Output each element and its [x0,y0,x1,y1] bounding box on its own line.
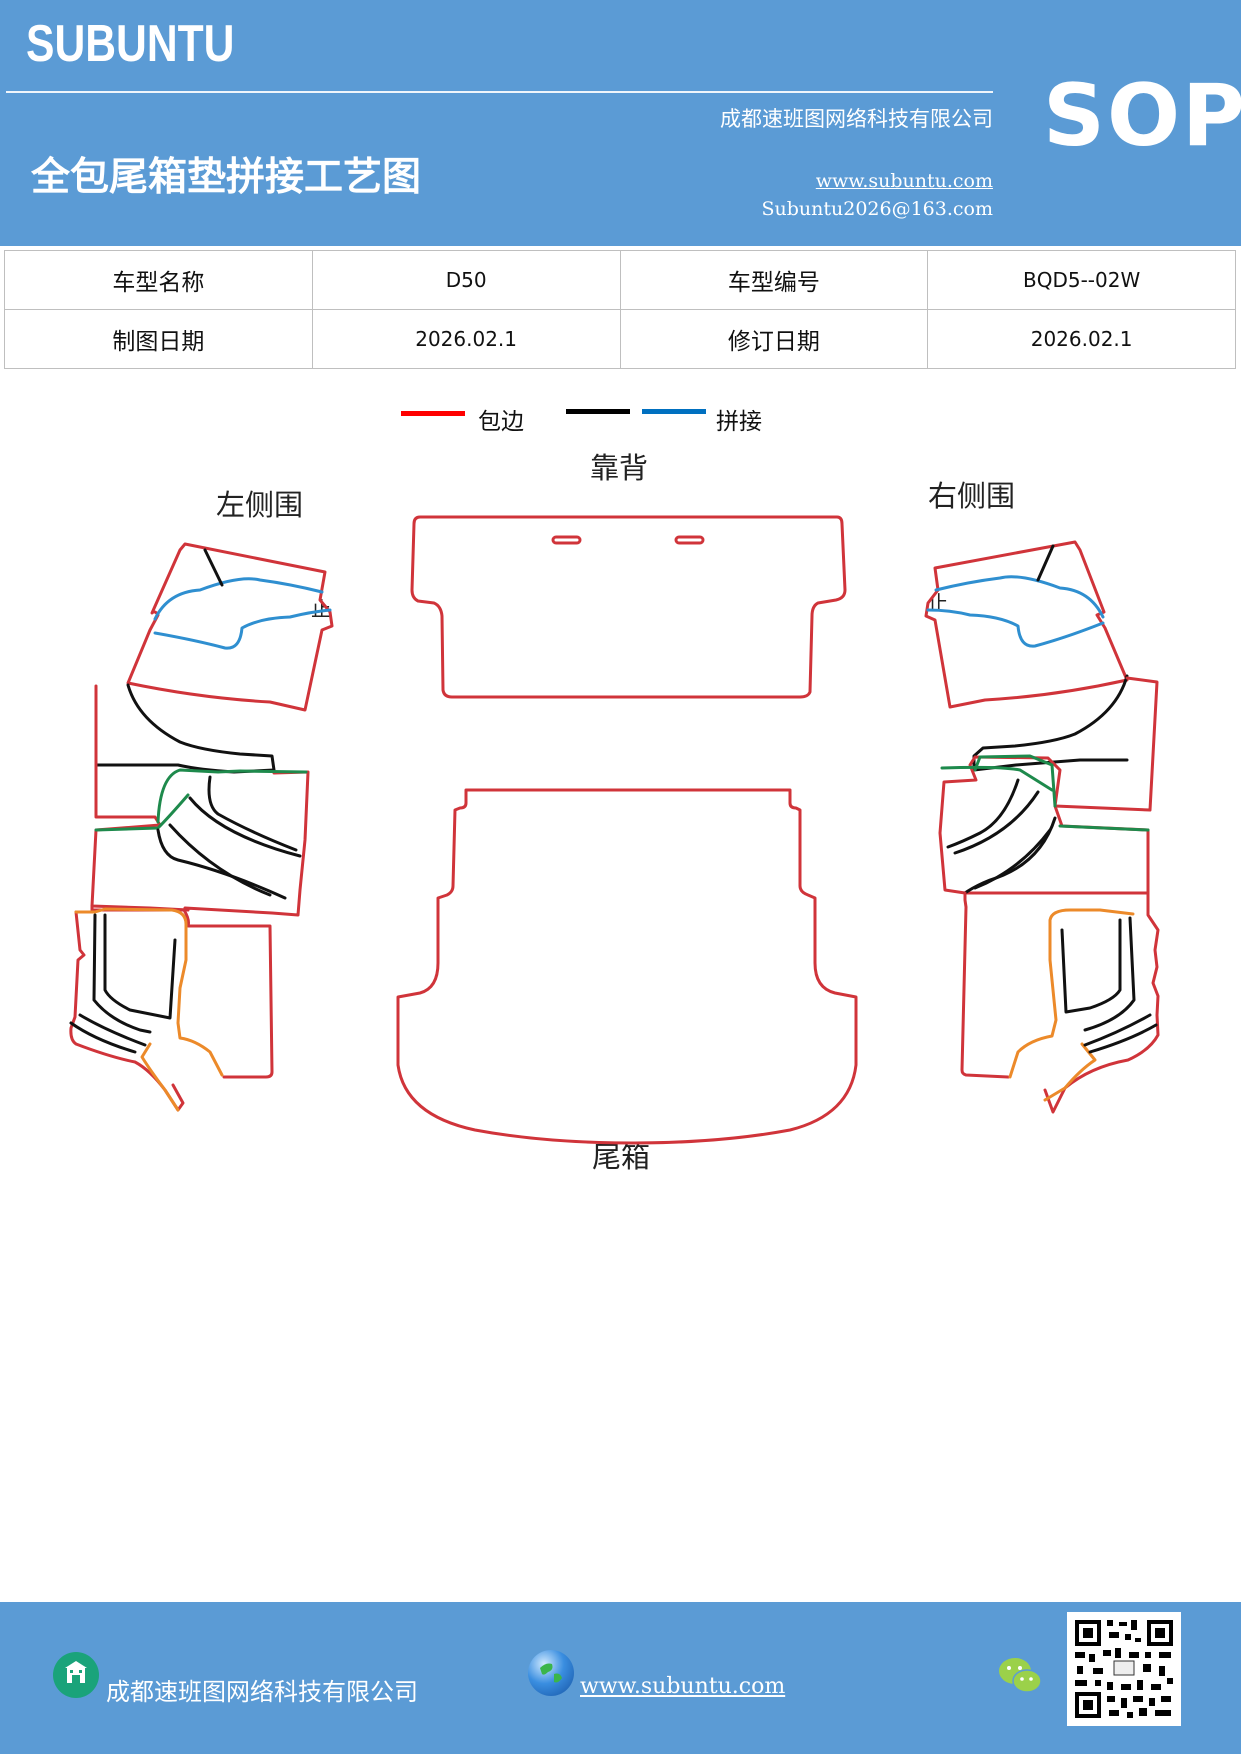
model-name-value: D50 [311,250,621,310]
back-label: 靠背 [590,451,648,485]
left-side-panels [69,542,334,1112]
header-email[interactable]: Subuntu2026@163.com [761,198,993,220]
mat-splicing-diagram: 靠背 左侧围 右侧围 尾箱 止 止 [69,451,1160,1174]
legend-wrap-label: 包边 [478,409,524,435]
brand-logo-text: SUBUNTU [26,15,235,73]
wechat-icon[interactable] [996,1654,1044,1698]
header-banner: SUBUNTU 全包尾箱垫拼接工艺图 成都速班图网络科技有限公司 www.sub… [0,0,1241,246]
backrest-panel-outline [410,515,847,699]
model-code-value: BQD5--02W [927,250,1236,310]
footer-banner: 成都速班图网络科技有限公司 www.subuntu.com [0,1602,1241,1754]
model-code-label: 车型编号 [619,250,929,310]
right-side-label: 右侧围 [928,479,1015,513]
legend-wrap-swatch [401,411,465,416]
building-icon [53,1652,99,1698]
sop-mark: SOP [1043,66,1241,166]
left-stop-mark: 止 [311,597,331,621]
draw-date-label: 制图日期 [4,309,313,369]
footer-company-name: 成都速班图网络科技有限公司 [106,1678,418,1706]
table-row: 车型名称 D50 车型编号 BQD5--02W [4,250,1236,310]
legend-black-swatch [566,409,630,414]
globe-icon [528,1650,574,1696]
qr-code-image [1067,1612,1181,1726]
right-side-panels [924,540,1160,1114]
legend-splice-label: 拼接 [716,409,762,435]
backrest-slot-left [551,535,582,545]
table-row: 制图日期 2026.02.1 修订日期 2026.02.1 [4,309,1236,369]
document-title: 全包尾箱垫拼接工艺图 [31,155,422,200]
header-website-link[interactable]: www.subuntu.com [815,170,993,192]
revise-date-value: 2026.02.1 [927,309,1236,369]
model-name-label: 车型名称 [4,250,313,310]
draw-date-value: 2026.02.1 [311,309,621,369]
revise-date-label: 修订日期 [619,309,929,369]
left-side-label: 左侧围 [216,488,303,522]
header-company-name: 成都速班图网络科技有限公司 [720,107,993,131]
header-divider [6,91,993,93]
legend-splice-swatch [642,409,706,414]
footer-website-link[interactable]: www.subuntu.com [580,1674,786,1699]
backrest-slot-right [674,535,705,545]
trunk-floor-outline [396,788,858,1145]
line-legend: 包边 拼接 [0,400,1241,440]
trunk-label: 尾箱 [592,1140,650,1174]
vehicle-info-table: 车型名称 D50 车型编号 BQD5--02W 制图日期 2026.02.1 修… [4,250,1236,369]
